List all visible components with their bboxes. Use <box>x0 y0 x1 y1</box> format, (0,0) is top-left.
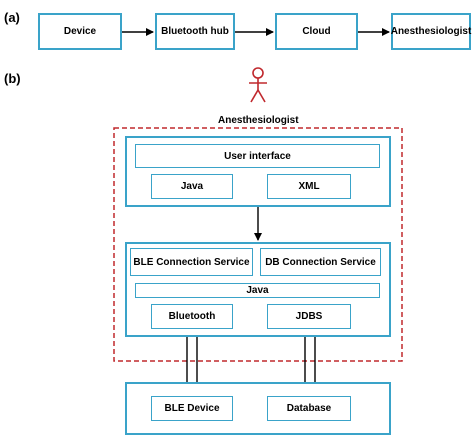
panel-a-label: (a) <box>4 10 20 25</box>
user-interface-box: User interface <box>135 144 380 168</box>
node-bluetooth-hub: Bluetooth hub <box>155 13 235 50</box>
java-service-bar: Java <box>135 283 380 298</box>
xml-box: XML <box>267 174 351 199</box>
actor-label: Anesthesiologist <box>218 115 299 126</box>
jdbs-box: JDBS <box>267 304 351 329</box>
bluetooth-box: Bluetooth <box>151 304 233 329</box>
db-connection-service-box: DB Connection Service <box>260 248 381 276</box>
database-box: Database <box>267 396 351 421</box>
ble-device-box: BLE Device <box>151 396 233 421</box>
java-ui-box: Java <box>151 174 233 199</box>
ble-connection-service-box: BLE Connection Service <box>130 248 253 276</box>
node-anesthesiologist: Anesthesiologist <box>391 13 471 50</box>
system-boundary-dashed <box>113 127 403 362</box>
panel-b-label: (b) <box>4 71 21 86</box>
node-device: Device <box>38 13 122 50</box>
actor-stick-figure <box>249 67 267 103</box>
node-cloud: Cloud <box>275 13 358 50</box>
